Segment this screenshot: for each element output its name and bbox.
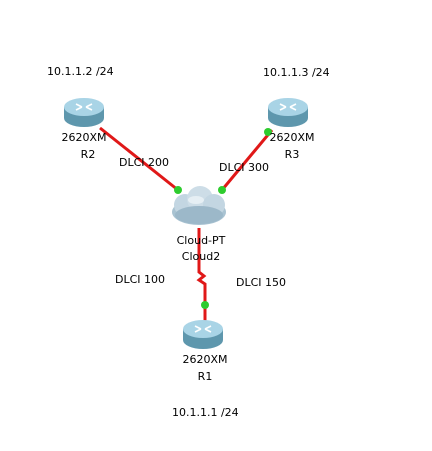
cloud-icon[interactable] — [172, 186, 226, 225]
router-icon[interactable] — [268, 98, 308, 127]
link-r1-cloud[interactable] — [196, 228, 207, 322]
link-status-dot — [174, 186, 182, 194]
device-name-r2: R2 — [80, 148, 96, 161]
link-r3-cloud[interactable] — [220, 129, 274, 191]
dlci-label-r3: DLCI 300 — [219, 161, 270, 174]
link-status-dot — [264, 128, 272, 136]
device-model-r3: 2620XM — [269, 131, 315, 144]
router-icon[interactable] — [64, 98, 104, 127]
dlci-label-r2: DLCI 200 — [119, 156, 170, 169]
link-status-dot — [201, 301, 209, 309]
device-model-r1: 2620XM — [182, 353, 228, 366]
device-name-r1: R1 — [197, 370, 213, 383]
router-icon[interactable] — [183, 320, 223, 349]
device-model-cloud: Cloud-PT — [176, 234, 226, 247]
ip-label-r1: 10.1.1.1 /24 — [172, 406, 239, 419]
ip-label-r2: 10.1.1.2 /24 — [47, 65, 114, 78]
device-name-r3: R3 — [284, 148, 300, 161]
link-r2-cloud[interactable] — [99, 126, 179, 192]
device-model-r2: 2620XM — [61, 131, 107, 144]
dlci-label-r1-right: DLCI 150 — [236, 276, 287, 289]
dlci-label-r1-left: DLCI 100 — [115, 273, 166, 286]
ip-label-r3: 10.1.1.3 /24 — [263, 66, 330, 79]
device-name-cloud: Cloud2 — [181, 250, 221, 263]
link-status-dot — [218, 186, 226, 194]
